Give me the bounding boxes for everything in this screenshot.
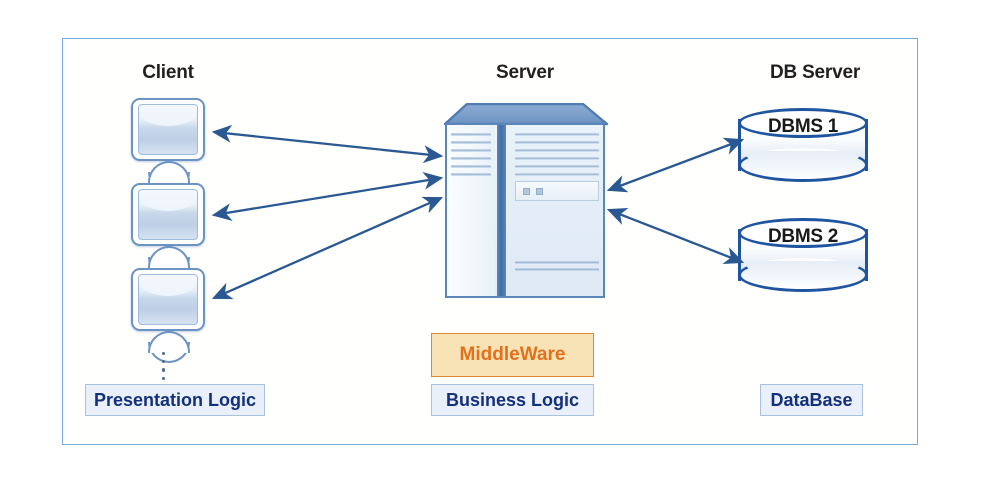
monitor-screen bbox=[138, 104, 198, 155]
client-ellipsis-icon bbox=[162, 352, 166, 388]
database-label: DBMS 2 bbox=[768, 226, 838, 247]
server-left-panel bbox=[447, 125, 495, 296]
cylinder-top bbox=[738, 108, 868, 138]
monitor-base bbox=[147, 331, 190, 363]
tier-business-logic[interactable]: Business Logic bbox=[431, 384, 594, 416]
monitor-screen bbox=[138, 189, 198, 240]
tier-middleware[interactable]: MiddleWare bbox=[431, 333, 594, 377]
heading-client: Client bbox=[142, 62, 194, 83]
server-vents-right bbox=[515, 133, 599, 177]
server-vents-left bbox=[451, 133, 491, 177]
database-label: DBMS 1 bbox=[768, 116, 838, 137]
monitor-bezel bbox=[131, 183, 205, 246]
drive-led-2 bbox=[536, 188, 543, 195]
monitor-bezel bbox=[131, 268, 205, 331]
server-bottom-slots bbox=[515, 261, 599, 271]
server-drive-bay bbox=[515, 181, 599, 201]
server-tower[interactable] bbox=[441, 103, 609, 298]
tier-presentation-logic[interactable]: Presentation Logic bbox=[85, 384, 265, 416]
drive-led-1 bbox=[523, 188, 530, 195]
cylinder-bottom bbox=[738, 258, 868, 292]
tier-database[interactable]: DataBase bbox=[760, 384, 863, 416]
heading-server: Server bbox=[496, 62, 554, 83]
heading-db-server: DB Server bbox=[769, 62, 861, 83]
database-cylinder-2[interactable]: DBMS 2 bbox=[738, 218, 868, 292]
cylinder-top bbox=[738, 218, 868, 248]
monitor-screen bbox=[138, 274, 198, 325]
monitor-bezel bbox=[131, 98, 205, 161]
cylinder-bottom bbox=[738, 148, 868, 182]
database-cylinder-1[interactable]: DBMS 1 bbox=[738, 108, 868, 182]
server-divider-bar bbox=[497, 125, 506, 296]
